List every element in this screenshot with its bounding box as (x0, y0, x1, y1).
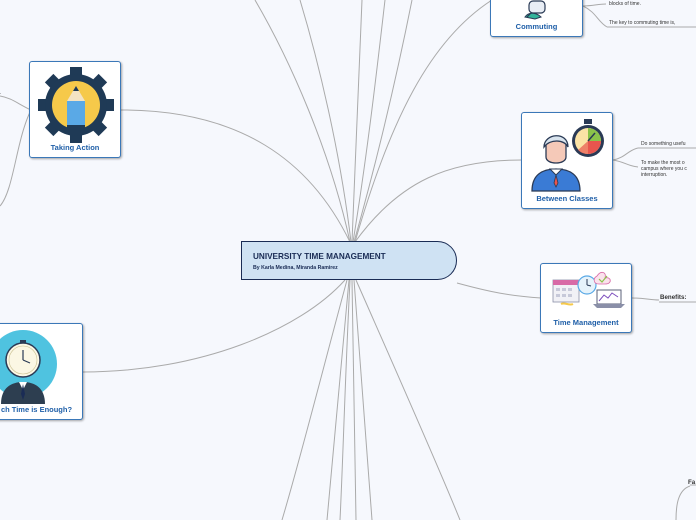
note-between-2c: interruption. (641, 172, 668, 178)
connector-between-classes (354, 159, 523, 243)
node-label: Commuting (515, 22, 558, 31)
node-label: Taking Action (50, 143, 100, 152)
commuter-figure-icon (524, 0, 546, 20)
connector-taking-action-child-2 (0, 109, 32, 207)
connector-benefits (631, 297, 660, 301)
connector-commuting-child-1 (582, 3, 607, 7)
central-subtitle: By Karla Medina, Miranda Ramirez (253, 265, 338, 271)
central-title: UNIVERSITY TIME MANAGEMENT (253, 252, 386, 261)
note-between-2b: campus where you c (641, 166, 687, 172)
note-commuting-1: blocks of time. (609, 1, 641, 7)
central-topic[interactable]: UNIVERSITY TIME MANAGEMENT By Karla Medi… (241, 241, 457, 280)
student-stopwatch-icon (531, 119, 604, 192)
note-between-1: Do something usefu (641, 141, 686, 147)
connector-top-3 (351, 0, 363, 243)
connector-bottom-5 (353, 279, 373, 520)
connector-taking-action-child-1 (0, 95, 32, 111)
connector-bottom-3 (339, 279, 351, 520)
node-commuting[interactable]: Commuting (490, 0, 583, 37)
connector-bottom-2 (326, 279, 350, 520)
connector-fa-down (675, 485, 691, 520)
node-how-much-time[interactable]: ch Time is Enough? (0, 323, 83, 420)
node-label: ch Time is Enough? (0, 405, 73, 414)
note-between-2a: To make the most o (641, 160, 685, 166)
calendar-laptop-icon (552, 272, 625, 308)
connector-bottom-4 (351, 279, 357, 520)
connector-top-1 (254, 0, 351, 243)
connector-bottom-1 (281, 279, 348, 520)
connector-time-management (456, 282, 542, 299)
connector-taking-action (120, 109, 351, 243)
note-left-fragment: . (0, 90, 2, 96)
note-commuting-2: The key to commuting time is, (609, 20, 676, 26)
connector-top-4 (352, 0, 386, 243)
benefits-label[interactable]: Benefits: (660, 294, 687, 301)
node-taking-action[interactable]: Taking Action (29, 61, 121, 158)
connector-commuting-child-2 (582, 5, 608, 28)
connector-commuting (354, 0, 493, 243)
pencil-gear-icon (38, 67, 114, 143)
clock-head-man-icon (0, 330, 57, 404)
node-label: Time Management (553, 318, 619, 327)
connector-between-child-1 (612, 147, 639, 161)
node-time-management[interactable]: Time Management (540, 263, 632, 333)
connector-bottom-6 (355, 279, 461, 520)
bottom-right-label[interactable]: Fa (688, 479, 696, 486)
node-label: Between Classes (536, 194, 598, 203)
connector-between-child-2 (612, 159, 639, 168)
node-between-classes[interactable]: Between Classes (521, 112, 613, 209)
connector-top-5 (353, 0, 413, 243)
connector-how-much-time (82, 279, 346, 373)
connector-top-2 (299, 0, 352, 243)
